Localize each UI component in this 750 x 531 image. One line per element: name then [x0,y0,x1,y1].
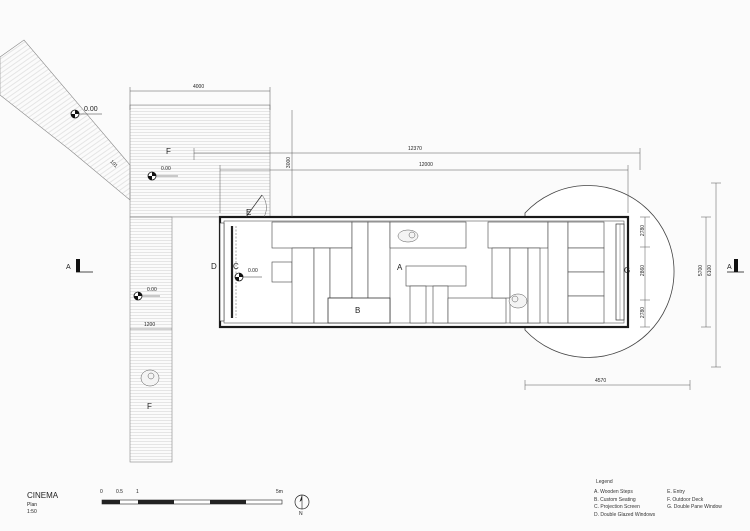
dimension-lines [129,87,721,390]
entry-door [245,194,263,218]
legend-item: G. Double Pane Window [667,504,722,511]
wooden-steps [0,39,131,201]
level-label: 0.00 [147,287,157,293]
double-glazed-window [219,222,225,322]
label-wooden-steps: A [397,263,403,272]
scale-tick: 5m [276,489,283,495]
legend-item: E. Entry [667,489,685,495]
dimension-label: 5700 [698,264,705,277]
label-projection-screen: C [233,262,239,271]
north-label: N [299,511,303,517]
person-figure [140,229,528,387]
label-double-pane-window: G [624,266,631,275]
level-label: 0.00 [161,166,171,172]
label-outdoor-deck-top: F [166,147,171,156]
dimension-label: 6100 [707,264,714,277]
label-outdoor-deck-bottom: F [147,402,152,411]
dimension-label: 12000 [419,162,433,168]
dimension-label: 4000 [193,84,205,90]
level-marker [70,109,262,301]
legend-title: Legend [596,479,613,485]
label-custom-seating: B [355,306,361,315]
north-arrow-icon [294,494,310,510]
label-entry: E [246,208,252,217]
section-marker-right: A [727,264,732,271]
legend-item: B. Custom Seating [594,496,636,503]
section-marker-left: A [66,264,71,271]
outdoor-deck-bottom [129,216,173,463]
legend-item: D. Double Glazed Windows [594,511,656,518]
legend-item: C. Projection Screen [594,504,640,511]
dimension-label: 2780 [640,306,647,319]
custom-seating [271,221,605,324]
label-double-glazed-windows: D [211,262,217,271]
drawing-title: CINEMA [27,491,59,500]
drawing-view: Plan [27,502,38,508]
scale-tick: 0 [100,489,103,495]
legend-item: F. Outdoor Deck [667,496,704,503]
scale-bar [101,499,283,505]
dimension-label: 2860 [640,264,647,277]
scale-tick: 0.5 [116,489,123,495]
level-label: 0.00 [84,106,98,113]
legend: Legend A. Wooden Steps B. Custom Seating… [594,479,744,519]
dimension-label: 2780 [640,224,647,237]
dimension-label: 4570 [595,378,607,384]
outdoor-deck-top [129,104,271,218]
scale-tick: 1 [136,489,139,495]
dimension-label: 1200 [144,322,156,328]
dimension-label: 12370 [408,146,422,152]
legend-item: A. Wooden Steps [594,489,633,495]
dimension-label: 3000 [286,156,293,169]
drawing-scale: 1:50 [27,509,37,515]
level-label: 0.00 [248,268,258,274]
